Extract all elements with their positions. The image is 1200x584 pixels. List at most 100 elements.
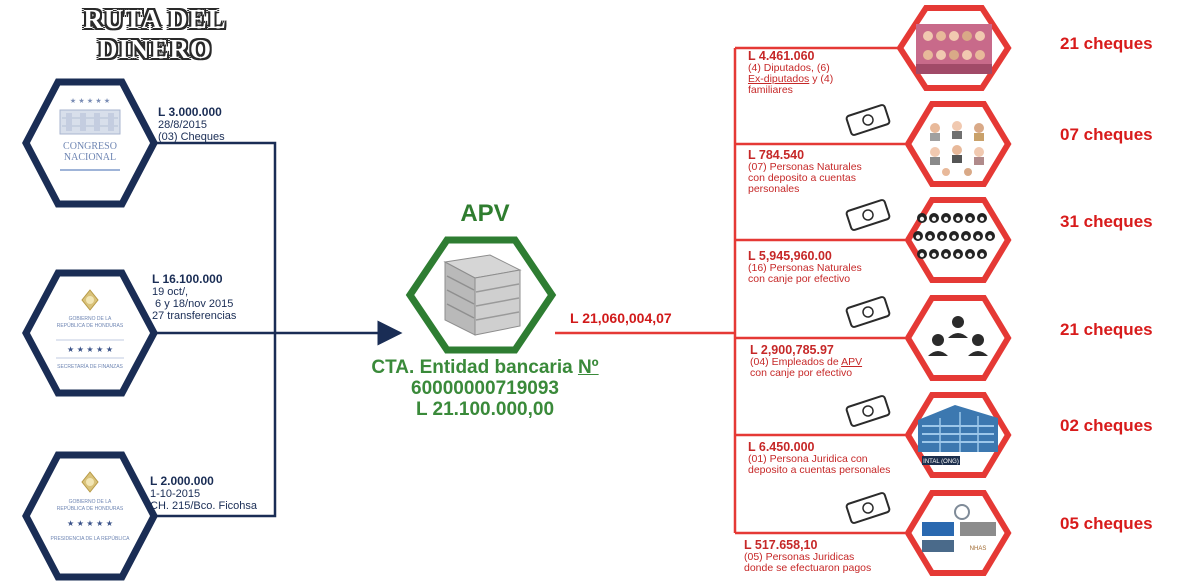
destination-amount: L 4.461.060 [748,49,815,63]
destination-detail-segment: deposito a cuentas personales [748,464,891,476]
cash-bill-icons [845,104,891,524]
honduras-coat-of-arms-icon [81,289,99,311]
destination-detail-segment: (05) Personas Juridicas [744,551,855,563]
source-detail: 19 oct/, [152,286,189,298]
people-photos-icon [930,121,984,176]
source-amount: L 16.100.000 [152,272,223,286]
source-text-congreso: L 3.000.000 28/8/2015 (03) Cheques [158,105,225,143]
destination-detail: (07) Personas Naturales [748,162,862,173]
destination-detail-segment: (04) Empleados de [750,356,842,368]
cheques-count-personas-juridicas-pagos: 05 cheques [1060,514,1153,533]
finanzas-logo-line-3: SECRETARÍA DE FINANZAS [57,363,123,370]
destination-node-personas-juridicas-pagos: NHAS [904,490,1012,576]
destination-node-diputados [896,5,1012,91]
server-building-icon [443,254,522,336]
apv-node [405,236,557,354]
source-detail: 1-10-2015 [150,488,201,500]
finanzas-logo-line-1: GOBIERNO DE LA [69,316,112,322]
destination-detail-segment: (16) Personas Naturales [748,262,862,274]
destination-detail: (05) Personas Juridicas [744,552,871,563]
diagram-title: RUTA DEL DINERO [70,4,240,64]
cash-bill-icon [845,104,891,136]
source-connectors [150,141,403,518]
cheques-count-diputados: 21 cheques [1060,34,1153,53]
destination-detail-segment: APV [841,356,863,368]
cash-bill-icon [845,199,891,231]
connector-congreso [150,141,277,333]
people-photos-icon [916,24,992,74]
destination-detail: deposito a cuentas personales [748,465,890,476]
cheques-count-personas-naturales-deposito: 07 cheques [1060,125,1153,144]
crowd-icon [913,213,995,259]
destination-detail-segment: donde se efectuaron pagos [744,562,872,574]
svg-text:★ ★ ★ ★ ★: ★ ★ ★ ★ ★ [70,97,110,105]
destination-detail: con canje por efectivo [748,274,862,285]
congreso-logo-line-2: NACIONAL [64,152,116,163]
source-amount: L 3.000.000 [158,105,222,119]
account-number: 60000000719093 [411,378,559,399]
destination-amount: L 5,945,960.00 [748,249,832,263]
destination-detail: personales [748,184,862,195]
destination-node-persona-juridica: INTAL (ONG) [904,392,1012,478]
destination-detail: donde se efectuaron pagos [744,563,871,574]
destination-connectors [555,46,905,535]
destination-node-personas-naturales-canje [904,197,1012,283]
connector-presidencia [150,333,277,518]
source-node-secretaria-finanzas: GOBIERNO DE LA REPÚBLICA DE HONDURAS ★ ★… [22,269,158,397]
source-amount: L 2.000.000 [150,474,214,488]
congreso-seal-icon: ★ ★ ★ ★ ★ CONGRESO NACIONAL [59,97,121,171]
cheques-count-personas-naturales-canje: 31 cheques [1060,212,1153,231]
apv-title: APV [460,200,510,227]
source-detail: CH. 215/Bco. Ficohsa [150,500,257,512]
destination-amount: L 784.540 [748,148,805,162]
destination-detail-segment: con deposito a cuentas [748,172,856,184]
destination-detail-segment: con canje por efectivo [750,367,853,379]
cash-bill-icon [845,492,891,524]
svg-text:★ ★ ★ ★ ★: ★ ★ ★ ★ ★ [67,519,113,528]
apv-account-block: CTA. Entidad bancaria Nº 60000000719093 … [300,357,670,420]
cash-bill-icon [845,395,891,427]
distributed-amount: L 21,060,004,07 [570,310,672,326]
employees-icon [928,316,988,356]
source-node-congreso: ★ ★ ★ ★ ★ CONGRESO NACIONAL [22,78,158,208]
destination-detail-segment: personales [748,183,800,195]
cheques-count-persona-juridica: 02 cheques [1060,416,1153,435]
presidencia-logo-line-1: GOBIERNO DE LA [69,499,112,505]
presidencia-logo-line-2: REPÚBLICA DE HONDURAS [57,505,124,512]
destination-detail-segment: (01) Persona Juridica con [748,453,868,465]
congreso-logo-line-1: CONGRESO [63,141,117,152]
destination-detail: (4) Diputados, (6) [748,63,833,74]
destination-detail-segment: familiares [748,84,793,96]
destination-detail: Ex-diputados y (4) [748,74,833,85]
title-line-1: RUTA DEL [83,4,227,34]
destination-node-personas-naturales-deposito [904,101,1012,187]
account-label: CTA. Entidad bancaria Nº [300,357,670,378]
source-detail: 28/8/2015 [158,119,207,131]
company-logos-icon: NHAS [922,504,996,552]
destination-detail: (04) Empleados de APV [750,357,862,368]
destination-detail-segment: Ex-diputados [748,73,810,85]
cheques-count-empleados-apv: 21 cheques [1060,320,1153,339]
office-building-icon: INTAL (ONG) [918,405,998,465]
finanzas-logo-line-2: REPÚBLICA DE HONDURAS [57,322,124,329]
presidencia-logo-line-3: PRESIDENCIA DE LA REPÚBLICA [51,535,131,542]
svg-text:★ ★ ★ ★ ★: ★ ★ ★ ★ ★ [67,345,113,354]
source-detail: 27 transferencias [152,310,237,322]
destination-amount: L 2,900,785.97 [750,343,834,357]
company-logo-label: NHAS [970,546,987,552]
title-line-2: DINERO [97,34,212,64]
destination-detail: familiares [748,85,833,96]
destination-detail-segment: y (4) [809,73,834,85]
destination-detail-segment: (4) Diputados, (6) [748,62,830,74]
source-node-presidencia: GOBIERNO DE LA REPÚBLICA DE HONDURAS ★ ★… [22,451,158,581]
source-text-presidencia: L 2.000.000 1-10-2015 CH. 215/Bco. Ficoh… [150,474,257,512]
destination-detail: (16) Personas Naturales [748,263,862,274]
destination-detail-segment: con canje por efectivo [748,273,851,285]
destination-detail: con canje por efectivo [750,368,862,379]
destination-amount: L 517.658,10 [744,538,818,552]
